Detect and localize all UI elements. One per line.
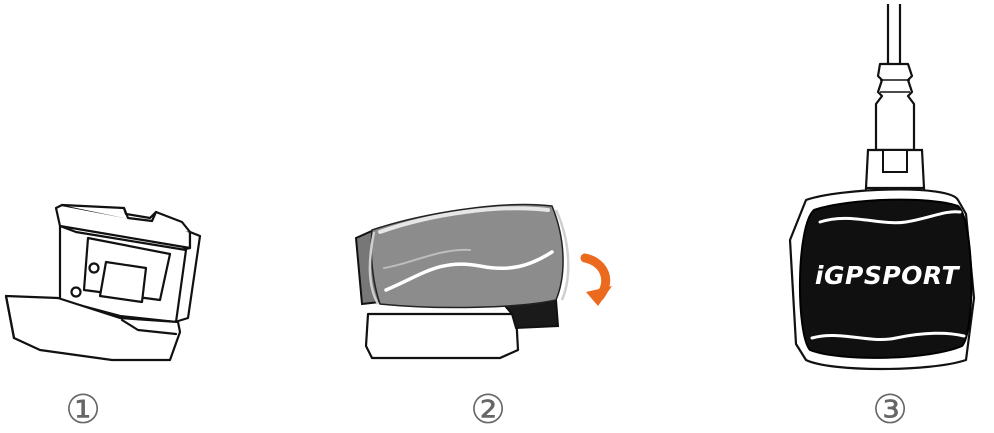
step-number-1: ①: [61, 388, 105, 432]
step-number-3: ③: [868, 388, 912, 432]
step-2-strap-wrap: [356, 205, 612, 358]
step-1-open-mount: [6, 205, 200, 360]
step-number-2: ②: [466, 388, 510, 432]
device-brand-label: iGPSPORT: [815, 261, 961, 290]
step-3-device-mounted: iGPSPORT: [790, 4, 974, 369]
